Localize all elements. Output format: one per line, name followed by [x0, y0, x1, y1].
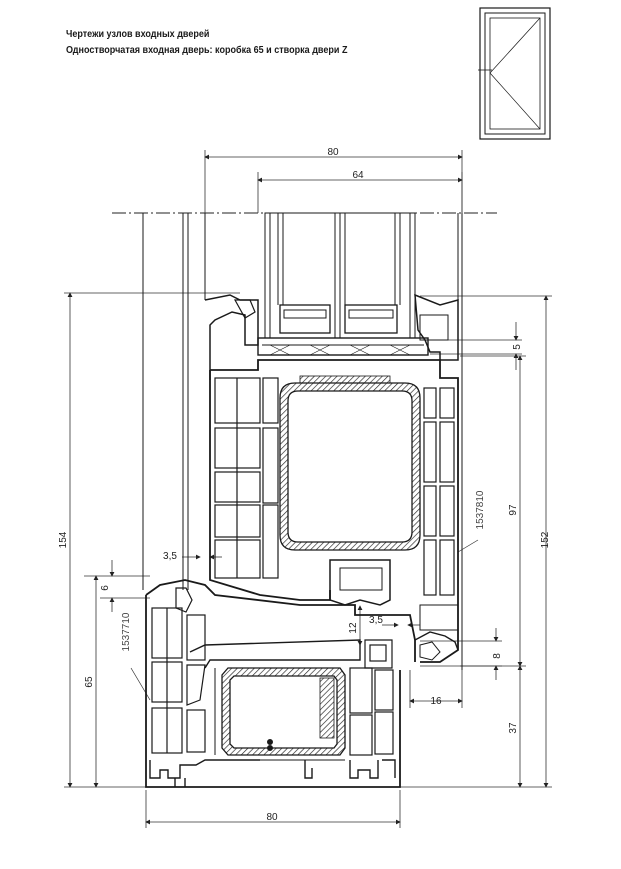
dim-text-right-8: 8 — [492, 653, 503, 659]
dim-top-80 — [204, 150, 463, 213]
sash-right-chambers — [423, 387, 455, 596]
dim-text-right-97: 97 — [508, 504, 519, 516]
dim-text-right-5: 5 — [512, 344, 523, 350]
dim-text-left-65: 65 — [84, 676, 95, 688]
dim-bottom-80 — [145, 790, 401, 828]
dim-left-65 — [84, 575, 150, 788]
dim-text-mid-12: 12 — [348, 622, 359, 634]
dim-right-8 — [420, 628, 502, 680]
dim-left-154 — [64, 292, 240, 788]
dim-glass-64 — [257, 172, 463, 213]
dim-right-152 — [400, 295, 552, 788]
leader-sash — [457, 539, 479, 553]
sash-left-chambers — [214, 377, 279, 579]
leader-frame — [130, 667, 151, 701]
dim-text-left-6: 6 — [100, 585, 111, 591]
profile-section — [142, 212, 463, 788]
frame-steel — [221, 667, 346, 756]
article-sash: 1537810 — [475, 490, 486, 529]
steel-reinforcement — [279, 382, 421, 551]
dim-text-top-80: 80 — [327, 147, 339, 158]
drawing-title: Чертежи узлов входных дверей — [66, 28, 210, 40]
dim-text-right-16: 16 — [430, 696, 442, 707]
dim-text-left-154: 154 — [58, 531, 69, 548]
frame-right-chambers — [349, 639, 394, 756]
dim-text-mid-3-5: 3,5 — [369, 615, 383, 626]
door-thumbnail — [478, 7, 551, 140]
article-frame: 1537710 — [121, 612, 132, 651]
glass-unit — [257, 212, 429, 356]
frame-left-chambers — [151, 607, 206, 754]
dim-right-5 — [430, 322, 522, 370]
dim-text-glass-64: 64 — [352, 170, 364, 181]
header: Чертежи узлов входных дверей Одностворча… — [66, 26, 393, 58]
dim-text-left-3-5: 3,5 — [163, 551, 177, 562]
dim-text-right-37: 37 — [508, 722, 519, 734]
dim-right-16 — [409, 670, 463, 708]
dim-left-6 — [100, 560, 150, 612]
dim-text-right-152: 152 — [540, 531, 551, 548]
dim-mid-12 — [357, 605, 420, 646]
drawing-subtitle: Одностворчатая входная дверь: коробка 65… — [66, 44, 348, 56]
frame-feet — [149, 759, 396, 787]
dim-text-bottom-80: 80 — [266, 812, 278, 823]
